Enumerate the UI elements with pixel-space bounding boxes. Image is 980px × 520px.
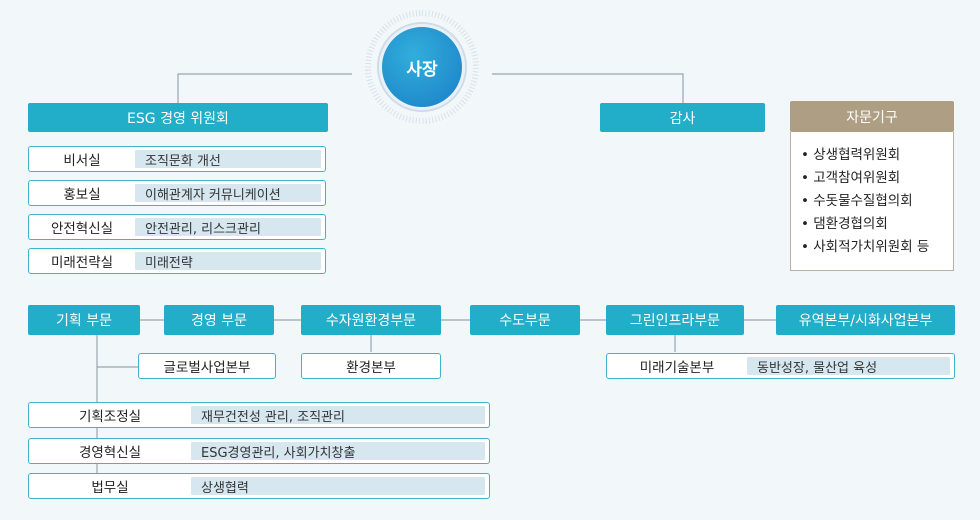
environment-hq: 환경본부	[301, 353, 441, 379]
division-water-supply: 수도부문	[470, 305, 580, 335]
division-planning: 기획 부문	[28, 305, 140, 335]
line-ceo-esg	[177, 73, 352, 103]
row-label: 미래전략실	[50, 255, 114, 271]
advisory-list: • 상생협력위원회 • 고객참여위원회 • 수돗물수질협의회 • 댐환경협의회 …	[790, 132, 954, 271]
planning-row-coordination: 기획조정실 재무건전성 관리, 조직관리	[28, 402, 490, 428]
row-desc: 이해관계자 커뮤니케이션	[135, 184, 321, 203]
line-ceo-audit	[492, 73, 684, 103]
row-desc: 안전관리, 리스크관리	[135, 218, 321, 237]
division-green-infra: 그린인프라부문	[606, 305, 744, 335]
row-desc: 동반성장, 물산업 육성	[747, 357, 950, 376]
advisory-item: • 사회적가치위원회 등	[801, 239, 930, 255]
advisory-header: 자문기구	[790, 101, 954, 132]
esg-row-pr: 홍보실 이해관계자 커뮤니케이션	[28, 180, 326, 206]
advisory-item: • 댐환경협의회	[801, 216, 888, 232]
row-desc: ESG경영관리, 사회가치창출	[191, 442, 485, 461]
row-label: 안전혁신실	[50, 221, 114, 237]
row-desc: 미래전략	[135, 252, 321, 271]
esg-row-safety: 안전혁신실 안전관리, 리스크관리	[28, 214, 326, 240]
global-business-hq: 글로벌사업본부	[138, 353, 276, 379]
division-basin-hq: 유역본부/시화사업본부	[776, 305, 955, 335]
row-desc: 상생협력	[191, 477, 485, 496]
row-label: 법무실	[91, 480, 129, 496]
row-desc: 재무건전성 관리, 조직관리	[191, 406, 485, 425]
advisory-item: • 수돗물수질협의회	[801, 193, 913, 209]
row-desc: 조직문화 개선	[135, 150, 321, 169]
advisory-item: • 상생협력위원회	[801, 147, 901, 163]
esg-committee-box: ESG 경영 위원회	[28, 103, 328, 132]
advisory-item: • 고객참여위원회	[801, 170, 901, 186]
future-tech-hq: 미래기술본부 동반성장, 물산업 육성	[606, 353, 955, 379]
esg-row-secretary: 비서실 조직문화 개선	[28, 146, 326, 172]
division-water-env: 수자원환경부문	[301, 305, 441, 335]
row-label: 비서실	[63, 153, 101, 169]
row-label: 경영혁신실	[78, 445, 142, 461]
division-management: 경영 부문	[164, 305, 274, 335]
planning-row-innovation: 경영혁신실 ESG경영관리, 사회가치창출	[28, 438, 490, 464]
audit-box: 감사	[600, 103, 765, 132]
row-label: 기획조정실	[78, 409, 142, 425]
row-label: 미래기술본부	[639, 360, 715, 376]
ceo-node: 사장	[379, 24, 465, 110]
planning-row-legal: 법무실 상생협력	[28, 473, 490, 499]
row-label: 홍보실	[63, 187, 101, 203]
esg-row-strategy: 미래전략실 미래전략	[28, 248, 326, 274]
